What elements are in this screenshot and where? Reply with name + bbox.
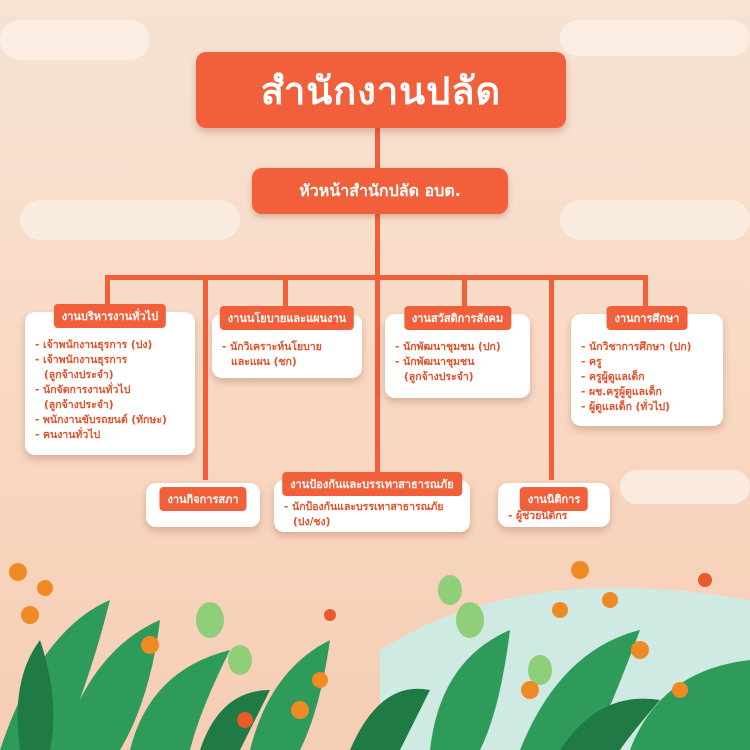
section-item: - นักพัฒนาชุมชน (ปก)	[395, 341, 501, 353]
section-title: งานนโยบายและแผนงาน	[219, 306, 355, 330]
connector-line	[375, 214, 380, 474]
section-card-general-admin: งานบริหารงานทั่วไป - เจ้าพนักงานธุรการ (…	[25, 304, 195, 455]
chart-title: สำนักงานปลัด	[260, 68, 502, 113]
section-item: - ผู้ช่วยนิติกร	[508, 510, 568, 522]
section-item: - ผช.ครูผู้ดูแลเด็ก	[581, 386, 662, 398]
section-title: งานการศึกษา	[606, 306, 688, 330]
cloud-decoration	[620, 470, 750, 504]
section-item: (ลูกจ้างประจำ)	[404, 371, 474, 383]
section-item: - นักวิชาการศึกษา (ปก)	[581, 341, 692, 353]
section-item: - ผู้ดูแลเด็ก (ทั่วไป)	[581, 401, 670, 413]
section-title: งานสวัสดิการสังคม	[403, 306, 512, 330]
head-label: หัวหน้าสำนักปลัด อบต.	[299, 180, 461, 200]
section-item: - ครูผู้ดูแลเด็ก	[581, 371, 645, 383]
section-item: - คนงานทั่วไป	[35, 429, 101, 441]
connector-line	[549, 275, 554, 480]
section-item: - ครู	[581, 356, 602, 368]
plants-decoration	[0, 561, 750, 750]
section-item: - เจ้าพนักงานธุรการ (ปง)	[35, 339, 153, 351]
cloud-decoration	[560, 20, 750, 56]
section-card-council-affairs: งานกิจการสภา	[146, 483, 260, 527]
section-card-education: งานการศึกษา - นักวิชาการศึกษา (ปก) - ครู…	[571, 306, 723, 426]
connector-line	[462, 275, 467, 315]
connector-line	[105, 275, 110, 315]
title-box: สำนักงานปลัด	[196, 52, 566, 128]
section-title: งานกิจการสภา	[159, 487, 247, 511]
cloud-decoration	[560, 200, 750, 240]
connector-line	[105, 275, 648, 280]
cloud-decoration	[20, 200, 240, 240]
section-item: - พนักงานขับรถยนต์ (ทักษะ)	[35, 414, 167, 426]
section-card-legal: งานนิติการ - ผู้ช่วยนิติกร	[498, 483, 610, 527]
connector-line	[203, 275, 208, 480]
section-item: - เจ้าพนักงานธุรการ	[35, 354, 128, 366]
section-item: - นักพัฒนาชุมชน	[395, 356, 475, 368]
section-item: - นักป้องกันและบรรเทาสาธารณภัย	[284, 501, 444, 513]
head-box: หัวหน้าสำนักปลัด อบต.	[252, 168, 508, 214]
section-item: - นักวิเคราะห์นโยบาย	[222, 341, 322, 353]
section-item: - นักจัดการงานทั่วไป	[35, 384, 131, 396]
connector-line	[643, 275, 648, 315]
section-title: งานนิติการ	[519, 487, 589, 511]
section-title: งานป้องกันและบรรเทาสาธารณภัย	[282, 472, 462, 496]
section-card-policy-plan: งานนโยบายและแผนงาน - นักวิเคราะห์นโยบาย …	[212, 306, 362, 378]
connector-line	[283, 275, 288, 315]
section-item: (ลูกจ้างประจำ)	[44, 399, 114, 411]
section-card-disaster-prevention: งานป้องกันและบรรเทาสาธารณภัย - นักป้องกั…	[274, 472, 470, 532]
cloud-decoration	[0, 20, 150, 60]
section-item: และแผน (ชก)	[231, 356, 297, 368]
connector-line	[375, 128, 380, 168]
section-card-social-welfare: งานสวัสดิการสังคม - นักพัฒนาชุมชน (ปก) -…	[385, 306, 530, 398]
section-item: (ลูกจ้างประจำ)	[44, 369, 114, 381]
section-title: งานบริหารงานทั่วไป	[53, 304, 167, 328]
section-item: (ปง/ชง)	[293, 516, 331, 528]
